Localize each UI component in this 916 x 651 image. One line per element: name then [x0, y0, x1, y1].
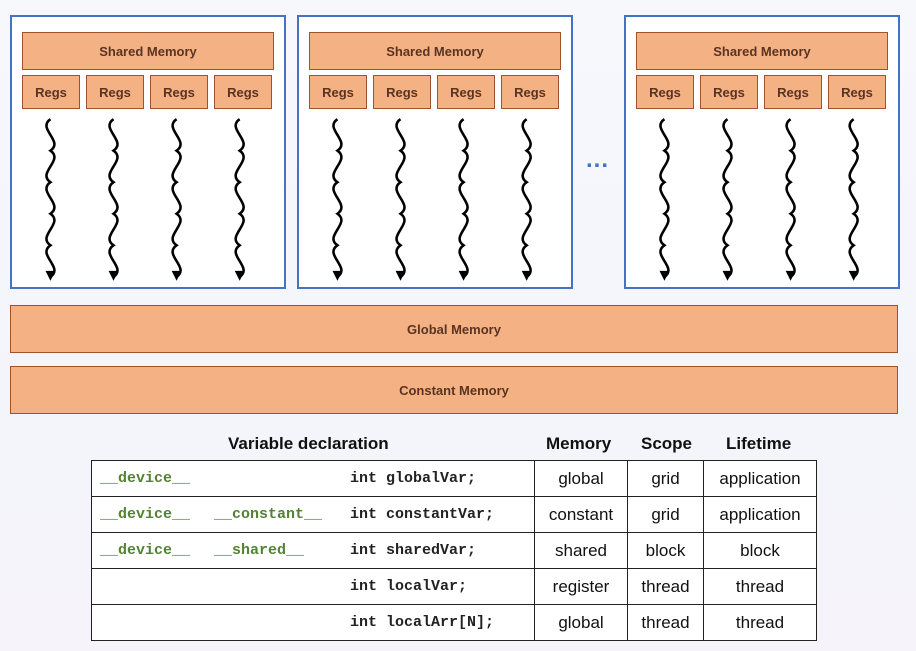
thread-arrowhead [722, 270, 733, 281]
declaration-cell: __device__ int globalVar; [91, 460, 535, 497]
register-box: Regs [437, 75, 495, 109]
thread-arrowhead [848, 270, 859, 281]
header-memory: Memory [546, 434, 612, 453]
thread-arrowhead [171, 270, 182, 281]
register-box: Regs [86, 75, 144, 109]
memory-cell: shared [534, 532, 628, 569]
threads [45, 118, 245, 281]
thread-block-2: Shared Memory Regs Regs Regs Regs [297, 15, 573, 289]
table-row: int localArr[N]; global thread thread [91, 604, 817, 641]
scope-cell: thread [627, 604, 704, 641]
shared-memory: Shared Memory [22, 32, 274, 70]
thread-arrowhead [785, 270, 796, 281]
thread-line [521, 118, 532, 278]
declaration-code: int localArr[N]; [350, 614, 495, 631]
lifetime-cell: block [703, 532, 817, 569]
shared-memory: Shared Memory [309, 32, 561, 70]
declaration-cell: int localArr[N]; [91, 604, 535, 641]
registers-row: Regs Regs Regs Regs [22, 75, 274, 109]
memory-cell: constant [534, 496, 628, 533]
thread-arrowhead [458, 270, 469, 281]
register-box: Regs [309, 75, 367, 109]
global-memory: Global Memory [10, 305, 898, 353]
declaration-code: int globalVar; [350, 470, 477, 487]
thread-arrowhead [108, 270, 119, 281]
thread-arrowhead [45, 270, 56, 281]
shared-memory: Shared Memory [636, 32, 888, 70]
thread-line [458, 118, 469, 278]
thread-arrowhead [332, 270, 343, 281]
table-row: int localVar; register thread thread [91, 568, 817, 605]
header-scope: Scope [641, 434, 693, 453]
qualifier-secondary: __constant__ [214, 506, 323, 523]
scope-cell: block [627, 532, 704, 569]
qualifier-device: __device__ [100, 506, 191, 523]
thread-line [395, 118, 406, 278]
thread-line [848, 118, 859, 278]
table-row: __device__ __shared__ int sharedVar; sha… [91, 532, 817, 569]
thread-line [659, 118, 670, 278]
thread-line [332, 118, 343, 278]
register-box: Regs [636, 75, 694, 109]
register-box: Regs [214, 75, 272, 109]
thread-line [108, 118, 119, 278]
threads [659, 118, 859, 281]
memory-cell: global [534, 460, 628, 497]
register-box: Regs [700, 75, 758, 109]
lifetime-cell: thread [703, 604, 817, 641]
table-row: __device__ __constant__ int constantVar;… [91, 496, 817, 533]
scope-cell: grid [627, 460, 704, 497]
thread-block-1: Shared Memory Regs Regs Regs Regs [10, 15, 286, 289]
more-blocks-ellipsis: ... [586, 146, 610, 173]
variable-table: __device__ int globalVar; global grid ap… [91, 460, 817, 641]
thread-line [722, 118, 733, 278]
registers-row: Regs Regs Regs Regs [636, 75, 888, 109]
registers-row: Regs Regs Regs Regs [309, 75, 561, 109]
thread-arrowhead [395, 270, 406, 281]
thread-block-n: Shared Memory Regs Regs Regs Regs [624, 15, 900, 289]
scope-cell: grid [627, 496, 704, 533]
register-box: Regs [764, 75, 822, 109]
memory-cell: register [534, 568, 628, 605]
thread-arrowhead [521, 270, 532, 281]
declaration-code: int sharedVar; [350, 542, 477, 559]
thread-arrowhead [234, 270, 245, 281]
thread-line [785, 118, 796, 278]
thread-line [45, 118, 56, 278]
scope-cell: thread [627, 568, 704, 605]
table-row: __device__ int globalVar; global grid ap… [91, 460, 817, 497]
lifetime-cell: application [703, 460, 817, 497]
qualifier-device: __device__ [100, 470, 191, 487]
qualifier-device: __device__ [100, 542, 191, 559]
constant-memory: Constant Memory [10, 366, 898, 414]
register-box: Regs [150, 75, 208, 109]
register-box: Regs [501, 75, 559, 109]
header-variable-declaration: Variable declaration [228, 434, 389, 453]
declaration-code: int localVar; [350, 578, 468, 595]
lifetime-cell: thread [703, 568, 817, 605]
header-lifetime: Lifetime [726, 434, 792, 453]
thread-line [234, 118, 245, 278]
thread-arrowhead [659, 270, 670, 281]
lifetime-cell: application [703, 496, 817, 533]
register-box: Regs [373, 75, 431, 109]
declaration-cell: __device__ __constant__ int constantVar; [91, 496, 535, 533]
threads [332, 118, 532, 281]
thread-line [171, 118, 182, 278]
register-box: Regs [828, 75, 886, 109]
declaration-cell: int localVar; [91, 568, 535, 605]
memory-cell: global [534, 604, 628, 641]
declaration-cell: __device__ __shared__ int sharedVar; [91, 532, 535, 569]
qualifier-secondary: __shared__ [214, 542, 305, 559]
register-box: Regs [22, 75, 80, 109]
declaration-code: int constantVar; [350, 506, 495, 523]
